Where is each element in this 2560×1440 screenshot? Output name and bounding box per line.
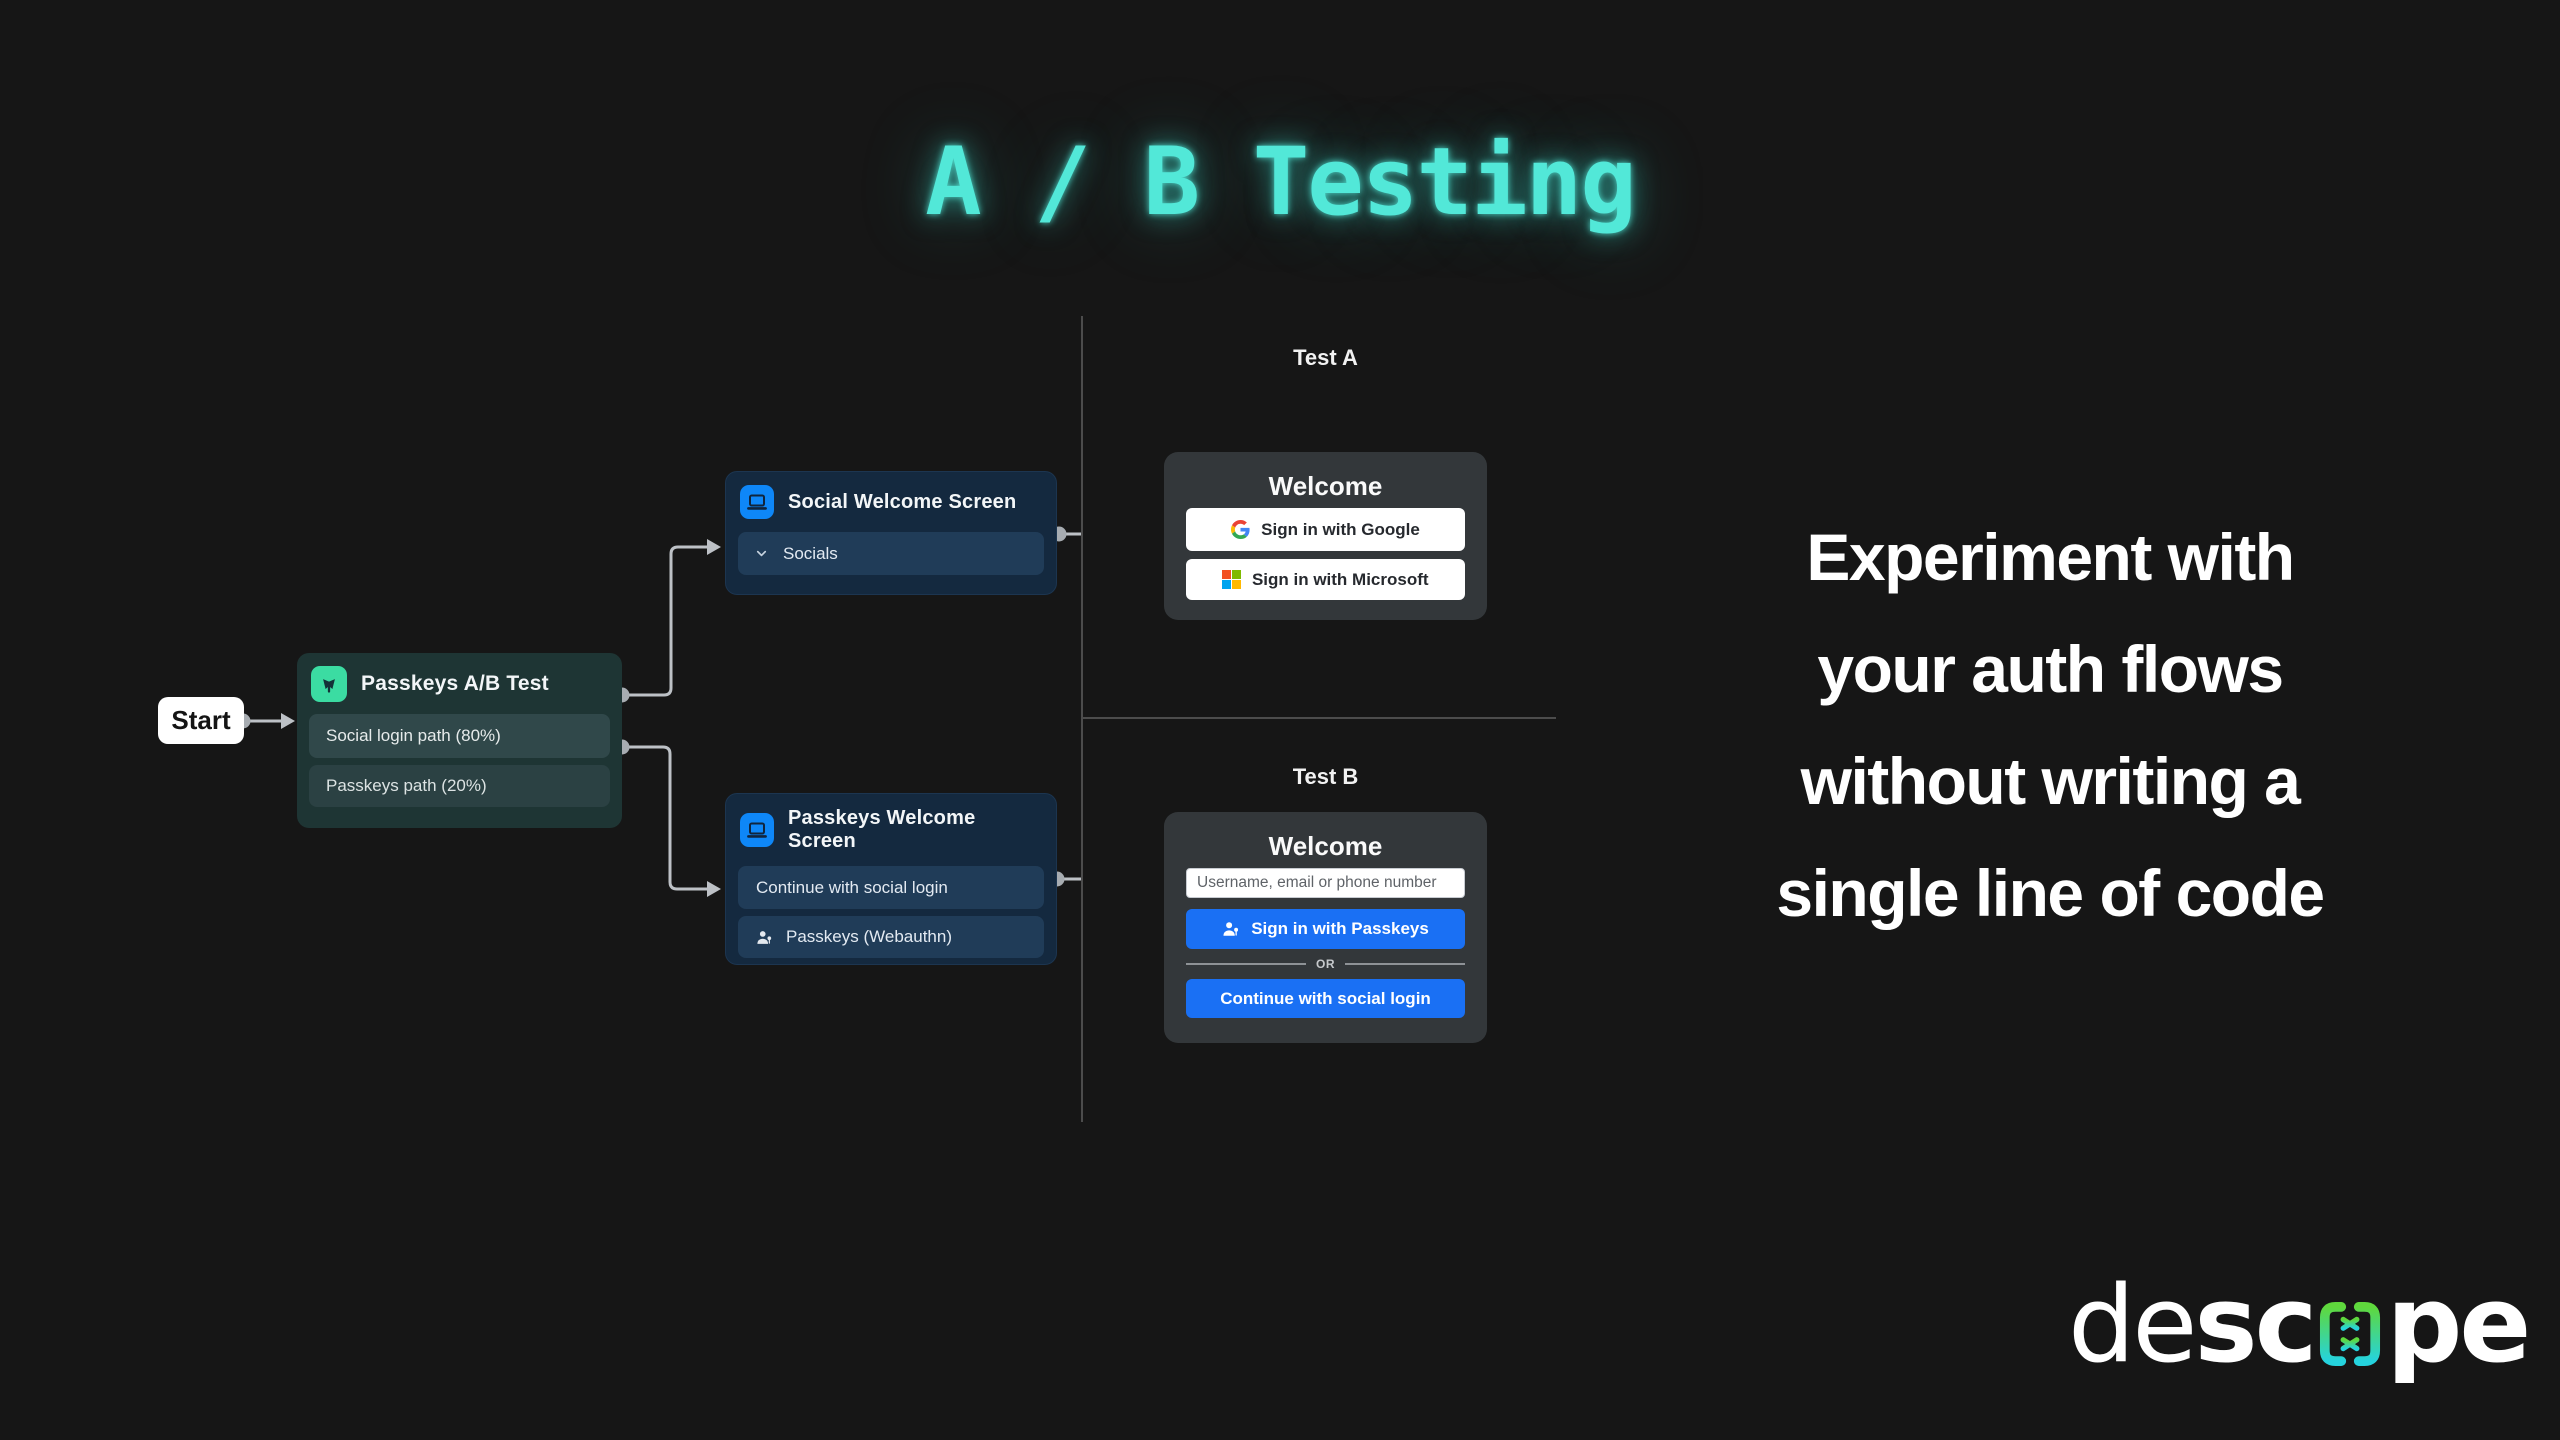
- page-title: A / B Testing: [925, 128, 1637, 237]
- branch-icon: [311, 666, 347, 702]
- username-input[interactable]: [1186, 868, 1465, 898]
- social-welcome-node[interactable]: Social Welcome Screen Socials: [725, 471, 1057, 595]
- button-label: Sign in with Google: [1261, 519, 1420, 539]
- test-a-card: Welcome Sign in with Google Sign in with…: [1164, 452, 1487, 620]
- continue-social-row[interactable]: Continue with social login: [738, 866, 1044, 909]
- test-a-label: Test A: [1293, 345, 1358, 370]
- passkeys-node-title: Passkeys Welcome Screen: [788, 807, 976, 852]
- continue-social-button[interactable]: Continue with social login: [1186, 979, 1465, 1018]
- headline: Experiment with your auth flows without …: [1730, 501, 2370, 949]
- arrowhead: [707, 881, 721, 897]
- logo-text-pe: pe: [2386, 1263, 2531, 1386]
- start-label: Start: [171, 705, 231, 735]
- microsoft-signin-button[interactable]: Sign in with Microsoft: [1186, 559, 1465, 600]
- test-b-label: Test B: [1292, 764, 1359, 789]
- microsoft-icon: [1222, 570, 1241, 589]
- arrowhead: [281, 713, 295, 729]
- socials-row[interactable]: Socials: [738, 532, 1044, 575]
- button-label: Sign in with Microsoft: [1251, 569, 1429, 589]
- passkeys-webauthn-row[interactable]: Passkeys (Webauthn): [738, 916, 1044, 958]
- chevron-down-icon[interactable]: [754, 546, 769, 561]
- descope-logo: de sc pe: [2068, 1263, 2531, 1386]
- passkeys-welcome-node[interactable]: Passkeys Welcome Screen Continue with so…: [725, 793, 1057, 965]
- row-label: Socials: [783, 543, 838, 563]
- logo-text-sc: sc: [2194, 1263, 2318, 1386]
- edge-ab-to-passkeys: [622, 745, 707, 891]
- ab-node-title: Passkeys A/B Test: [361, 672, 549, 695]
- descope-mark-icon: [2319, 1299, 2381, 1372]
- headline-line: Experiment with: [1806, 520, 2295, 594]
- divider-line: [1186, 963, 1306, 965]
- user-key-icon: [756, 929, 773, 946]
- edge-ab-to-social: [622, 545, 707, 697]
- passkeys-signin-button[interactable]: Sign in with Passkeys: [1186, 909, 1465, 949]
- row-label: Passkeys (Webauthn): [786, 927, 952, 946]
- social-node-title: Social Welcome Screen: [788, 490, 1017, 513]
- passkey-icon: [1222, 920, 1240, 938]
- button-label: Continue with social login: [1220, 988, 1431, 1008]
- welcome-heading: Welcome: [1268, 471, 1383, 501]
- welcome-heading: Welcome: [1268, 831, 1383, 861]
- divider-line: [1345, 963, 1465, 965]
- ab-node-row-passkeys-path[interactable]: Passkeys path (20%): [309, 765, 610, 807]
- test-b-card: Welcome Sign in with Passkeys OR Continu…: [1164, 812, 1487, 1043]
- google-signin-button[interactable]: Sign in with Google: [1186, 508, 1465, 551]
- or-divider: OR: [1186, 957, 1465, 971]
- row-label: Social login path (80%): [326, 726, 501, 745]
- headline-line: single line of code: [1776, 856, 2325, 930]
- arrowhead: [707, 539, 721, 555]
- start-node[interactable]: Start: [158, 697, 244, 744]
- row-label: Passkeys path (20%): [326, 776, 487, 795]
- ab-test-node[interactable]: Passkeys A/B Test Social login path (80%…: [297, 653, 622, 828]
- google-icon: [1231, 520, 1250, 539]
- button-label: Sign in with Passkeys: [1251, 919, 1429, 938]
- screen-icon: [740, 813, 774, 847]
- or-label: OR: [1316, 957, 1335, 971]
- row-label: Continue with social login: [756, 877, 948, 897]
- ab-node-row-social-path[interactable]: Social login path (80%): [309, 714, 610, 758]
- logo-text-de: de: [2068, 1263, 2197, 1386]
- headline-line: your auth flows: [1817, 632, 2284, 706]
- screen-icon: [740, 485, 774, 519]
- headline-line: without writing a: [1800, 744, 2301, 818]
